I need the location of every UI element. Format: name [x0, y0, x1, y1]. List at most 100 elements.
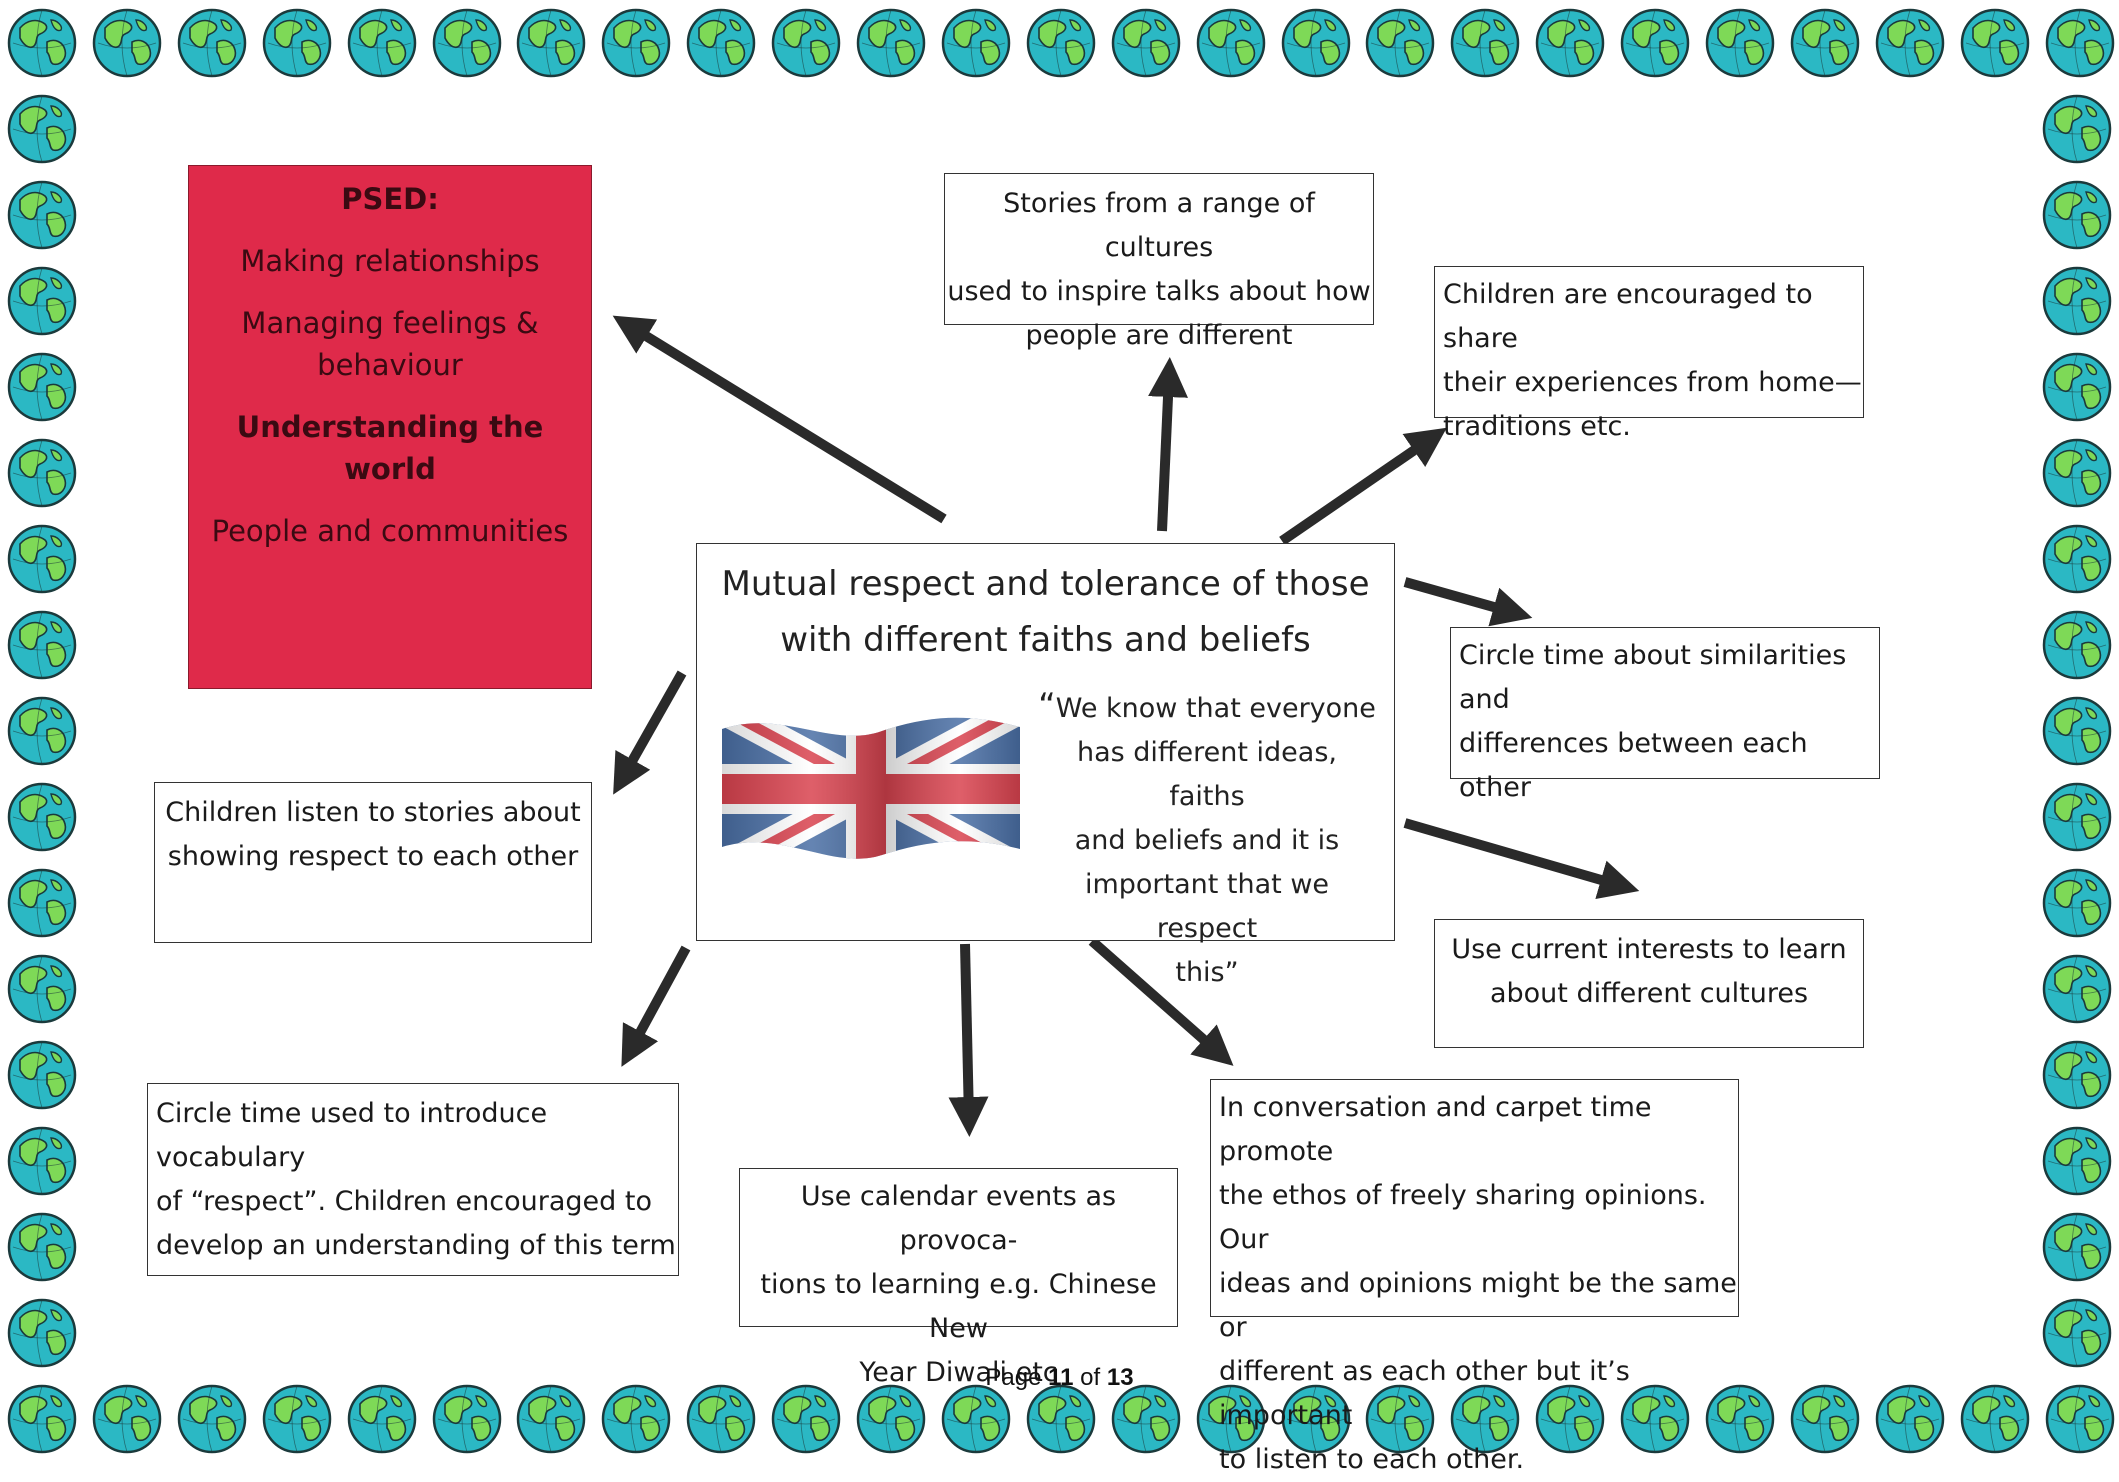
globe-icon [2040, 780, 2114, 854]
globe-icon [2040, 436, 2114, 510]
globe-icon [2043, 1382, 2117, 1456]
globe-icon [5, 1296, 79, 1370]
globe-icon [5, 92, 79, 166]
globe-icon [1533, 6, 1607, 80]
globe-icon [1109, 6, 1183, 80]
listen-stories-box: Children listen to stories about showing… [154, 782, 592, 943]
globe-icon [345, 6, 419, 80]
globe-icon [5, 264, 79, 338]
globe-icon [939, 6, 1013, 80]
arrow-to-conversation [1088, 937, 1234, 1066]
globe-icon [1958, 6, 2032, 80]
globe-icon [854, 6, 928, 80]
globe-icon [2040, 92, 2114, 166]
arrow-to-stories [1148, 357, 1188, 532]
globe-icon [2040, 694, 2114, 768]
globe-icon [1109, 1382, 1183, 1456]
globe-icon [5, 1210, 79, 1284]
globe-icon [1958, 1382, 2032, 1456]
globe-icon [939, 1382, 1013, 1456]
globe-icon [599, 6, 673, 80]
globe-icon [260, 1382, 334, 1456]
vocabulary-box: Circle time used to introduce vocabulary… [147, 1083, 679, 1276]
globe-icon [5, 608, 79, 682]
arrow-to-share [1279, 427, 1447, 546]
globe-icon [1194, 6, 1268, 80]
arrow-to-calendar [948, 943, 989, 1137]
globe-icon [1279, 6, 1353, 80]
calendar-events-box: Use calendar events as provoca- tions to… [739, 1168, 1178, 1388]
globe-icon [1618, 6, 1692, 80]
stories-box: Stories from a range of cultures used to… [944, 173, 1374, 351]
circle-time-similarities-box: Circle time about similarities and diffe… [1450, 627, 1880, 803]
psed-making-relationships: Making relationships [240, 244, 540, 278]
arrow-to-listen [613, 670, 687, 795]
conversation-carpet-time-box: In conversation and carpet time promote … [1210, 1079, 1739, 1475]
globe-icon [5, 522, 79, 596]
globe-icon [1873, 6, 1947, 80]
globe-icon [514, 6, 588, 80]
globe-icon [175, 6, 249, 80]
globe-icon [769, 6, 843, 80]
globe-icon [1194, 1382, 1268, 1456]
globe-icon [5, 1038, 79, 1112]
globe-icon [1363, 1382, 1437, 1456]
globe-icon [1873, 1382, 1947, 1456]
globe-icon [684, 6, 758, 80]
globe-icon [260, 6, 334, 80]
globe-icon [2040, 350, 2114, 424]
arrow-to-vocab [621, 945, 691, 1067]
central-title: Mutual respect and tolerance of those wi… [721, 564, 1370, 660]
globe-icon [769, 1382, 843, 1456]
globe-icon [2040, 264, 2114, 338]
globe-icon [5, 952, 79, 1026]
globe-icon [1703, 1382, 1777, 1456]
globe-icon [2040, 178, 2114, 252]
page-number: Page 11 of 13 [985, 1364, 1134, 1391]
globe-icon [5, 350, 79, 424]
globe-icon [1788, 1382, 1862, 1456]
globe-icon [1279, 1382, 1353, 1456]
globe-icon [5, 1382, 79, 1456]
globe-icon [430, 1382, 504, 1456]
globe-icon [599, 1382, 673, 1456]
globe-icon [90, 6, 164, 80]
psed-behaviour: behaviour [317, 348, 463, 382]
psed-managing-feelings: Managing feelings & [241, 306, 539, 340]
arrow-to-interests [1403, 818, 1640, 900]
globe-icon [5, 1124, 79, 1198]
globe-icon [1618, 1382, 1692, 1456]
arrow-to-psed [612, 315, 947, 524]
globe-icon [90, 1382, 164, 1456]
globe-icon [1448, 6, 1522, 80]
globe-icon [5, 694, 79, 768]
globe-icon [5, 6, 79, 80]
globe-icon [5, 436, 79, 510]
globe-icon [2040, 1038, 2114, 1112]
current-interests-box: Use current interests to learn about dif… [1434, 919, 1864, 1048]
psed-understanding-world: Understanding the world [236, 410, 544, 486]
share-experiences-box: Children are encouraged to share their e… [1434, 266, 1864, 442]
globe-icon [430, 6, 504, 80]
respect-quote: “We know that everyone has different ide… [1038, 686, 1376, 988]
globe-icon [5, 178, 79, 252]
globe-icon [2040, 1296, 2114, 1370]
globe-icon [1448, 1382, 1522, 1456]
arrow-to-circle-similar [1403, 577, 1533, 627]
globe-icon [1363, 6, 1437, 80]
globe-icon [2040, 952, 2114, 1026]
globe-icon [514, 1382, 588, 1456]
psed-people-communities: People and communities [211, 514, 569, 548]
globe-icon [1533, 1382, 1607, 1456]
globe-icon [1024, 1382, 1098, 1456]
globe-icon [2040, 522, 2114, 596]
globe-icon [5, 780, 79, 854]
globe-icon [2043, 6, 2117, 80]
globe-icon [5, 866, 79, 940]
globe-icon [1703, 6, 1777, 80]
globe-icon [684, 1382, 758, 1456]
union-jack-flag [722, 717, 1020, 859]
psed-heading: PSED: [341, 182, 439, 216]
globe-icon [1024, 6, 1098, 80]
